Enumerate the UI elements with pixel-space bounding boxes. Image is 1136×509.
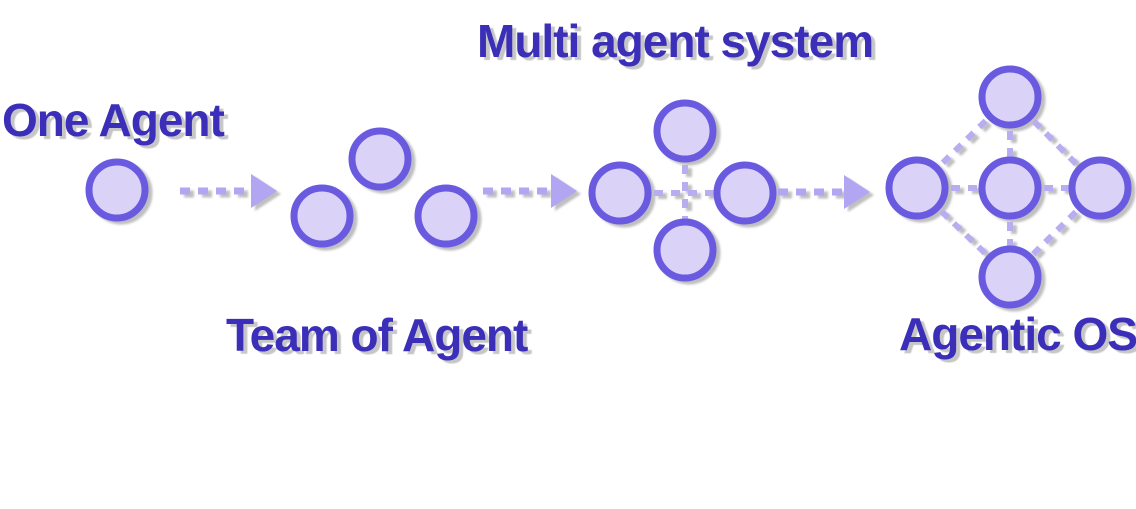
flow-arrow (483, 174, 577, 208)
agent-node (653, 99, 717, 163)
arrow-head-icon (551, 174, 577, 208)
agent-node (885, 156, 949, 220)
multi-agent-system-label: Multi agent system (477, 15, 874, 67)
agentic-os-cluster (885, 65, 1132, 309)
agentic-os-label: Agentic OS (899, 308, 1136, 360)
arrow-head-icon (844, 175, 870, 209)
agent-node (290, 184, 354, 248)
one-agent-cluster (85, 158, 149, 222)
agent-node (653, 218, 717, 282)
flow-arrow (778, 175, 870, 209)
flow-arrow (180, 174, 277, 208)
agent-node (1068, 156, 1132, 220)
one-agent-label: One Agent (2, 94, 225, 146)
agent-node (978, 65, 1042, 129)
agent-node (713, 161, 777, 225)
agent-node (414, 184, 478, 248)
team-of-agent-label: Team of Agent (226, 309, 528, 361)
agent-node (978, 245, 1042, 309)
team-of-agent-cluster (290, 127, 478, 248)
agent-node (348, 127, 412, 191)
arrow-head-icon (251, 174, 277, 208)
agent-node (978, 156, 1042, 220)
agent-node (85, 158, 149, 222)
multi-agent-system-cluster (588, 99, 777, 282)
agent-node (588, 161, 652, 225)
